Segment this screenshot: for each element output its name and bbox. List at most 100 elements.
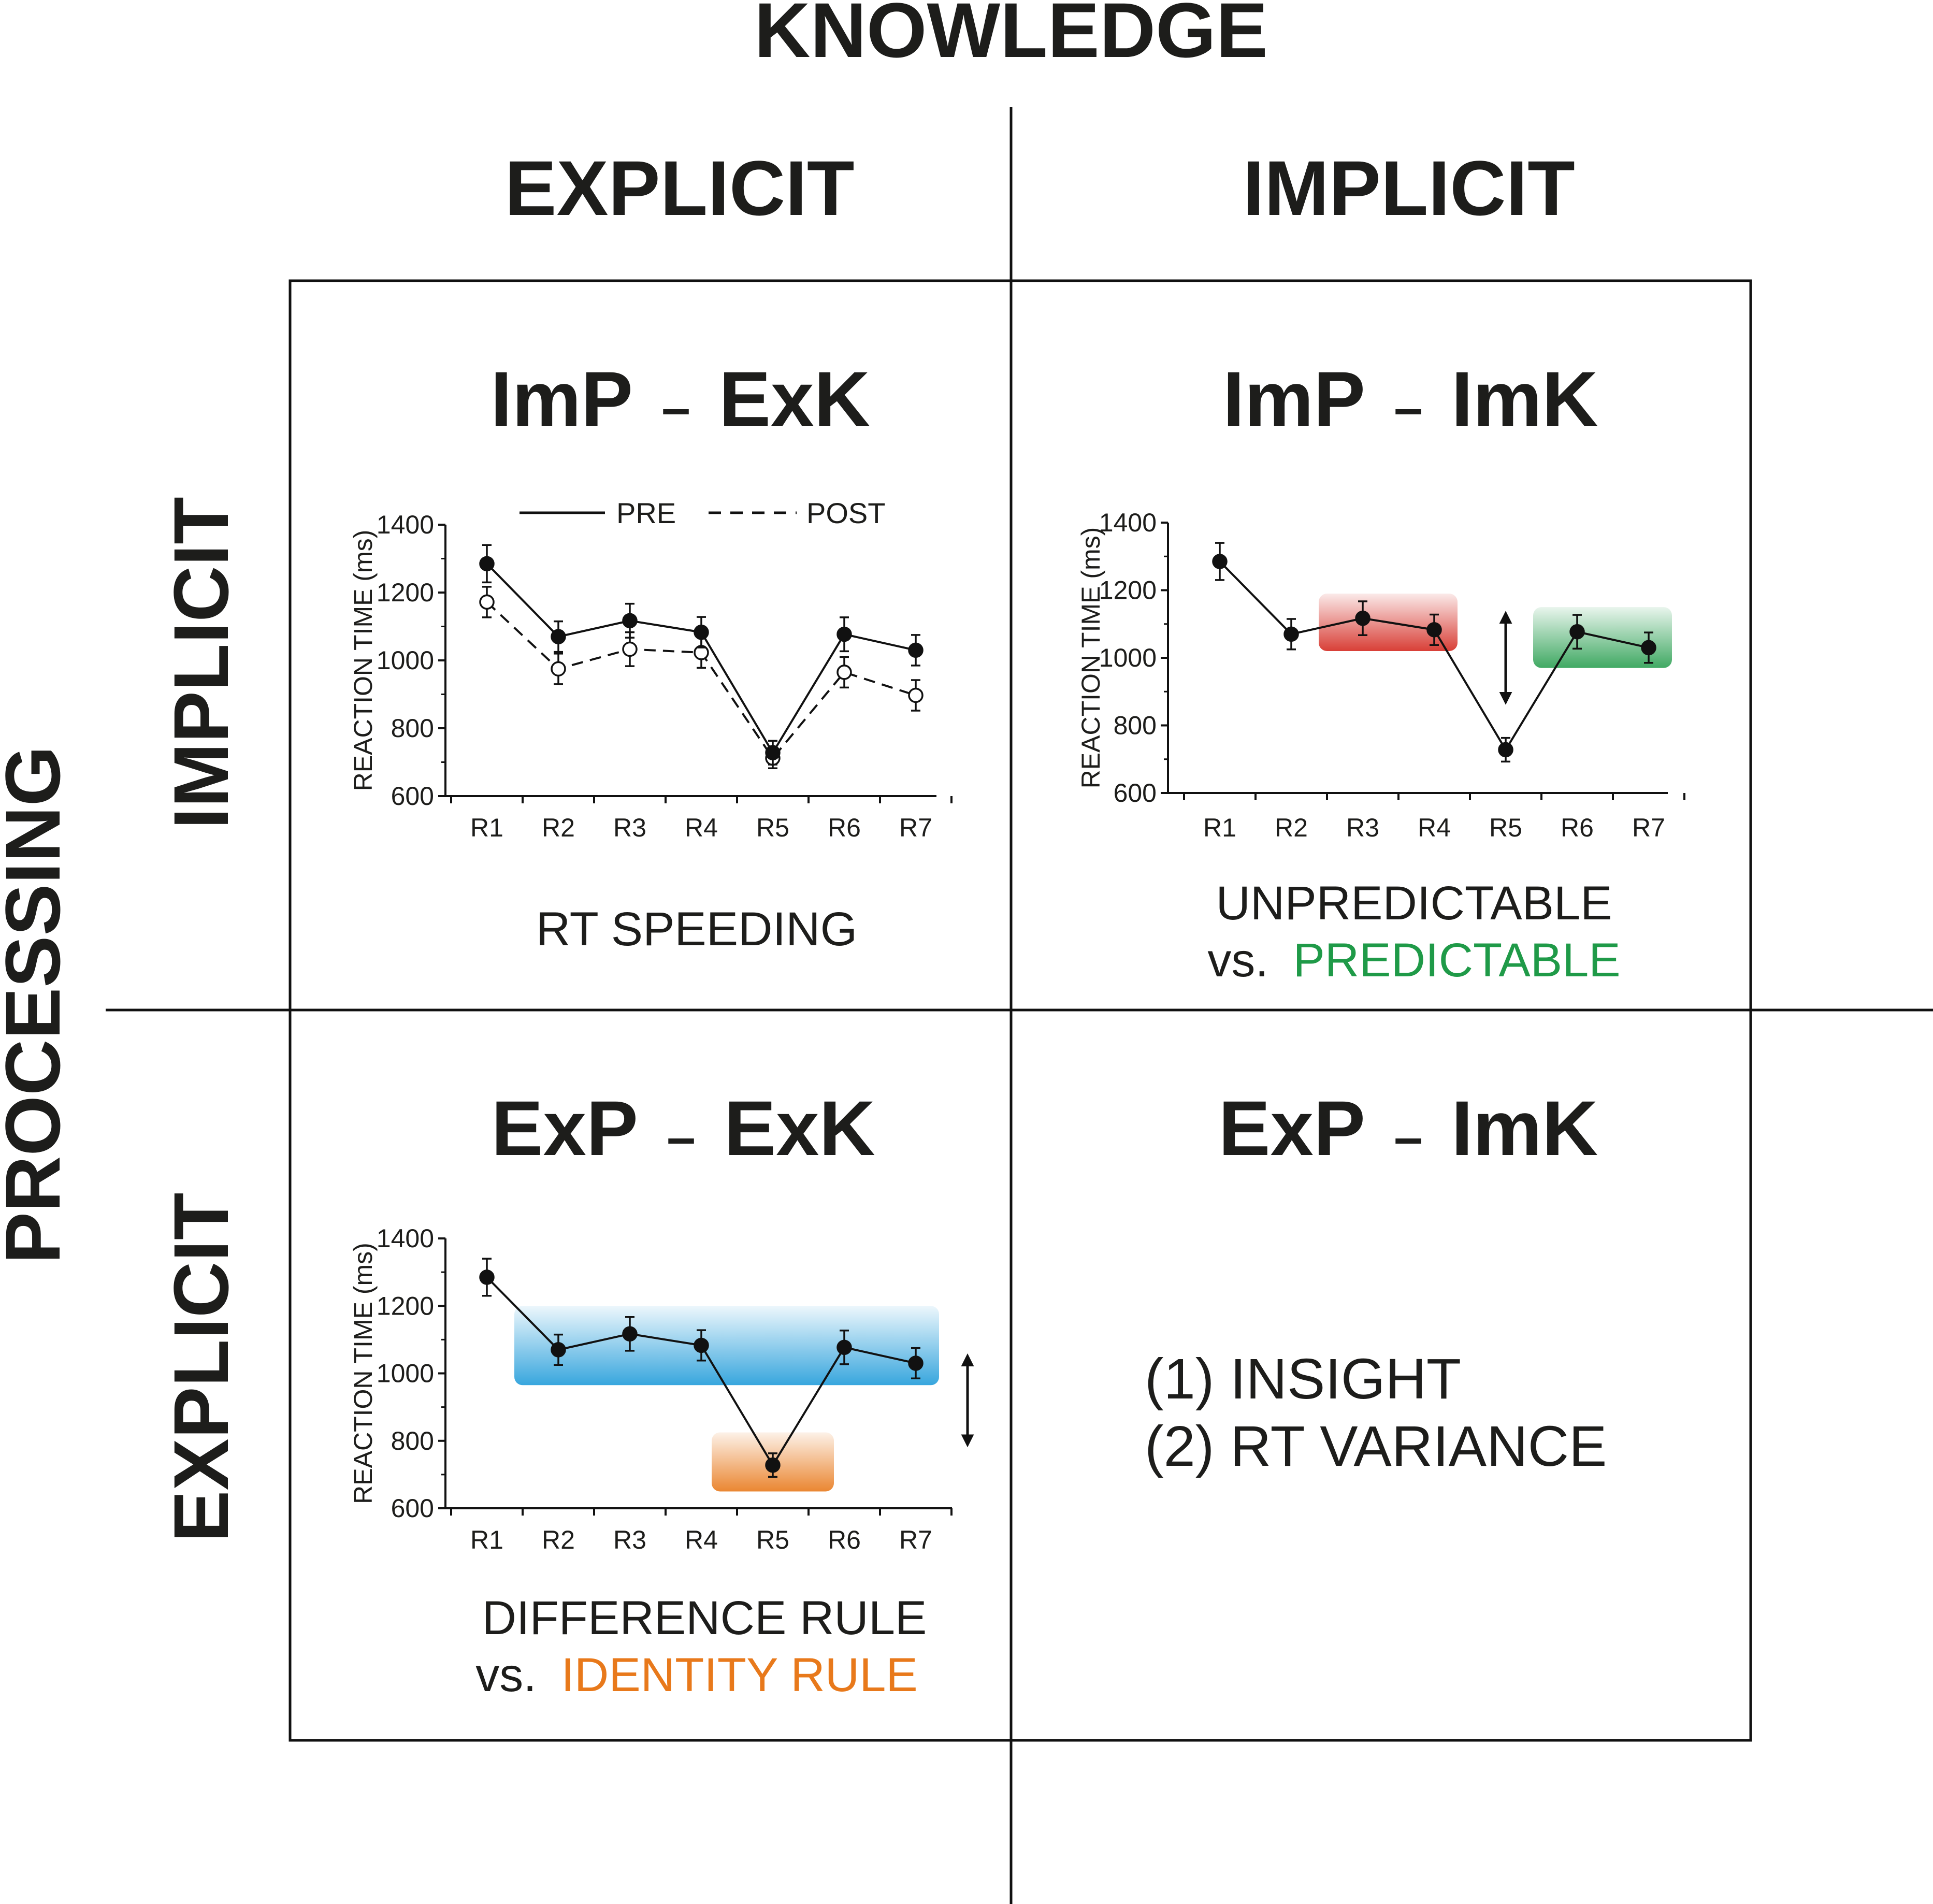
svg-text:–: – [667, 1108, 696, 1166]
data-point [479, 556, 495, 572]
x-tick-label: R7 [899, 813, 932, 842]
y-axis-title: REACTION TIME (ms) [1076, 527, 1105, 789]
data-point [765, 745, 781, 760]
svg-text:ExK: ExK [719, 355, 870, 442]
y-tick-label: 1000 [377, 1359, 434, 1388]
x-tick-label: R7 [899, 1525, 932, 1554]
y-tick-label: 600 [1114, 778, 1157, 807]
svg-text:ExK: ExK [724, 1085, 875, 1172]
caption-rt-speeding: RT SPEEDING [536, 903, 857, 956]
data-point [622, 1326, 638, 1342]
data-point [1212, 554, 1228, 569]
y-tick-label: 600 [391, 1494, 434, 1523]
x-tick-label: R1 [1203, 813, 1236, 842]
y-tick-label: 800 [391, 714, 434, 743]
x-tick-label: R3 [613, 813, 646, 842]
x-tick-label: R3 [613, 1525, 646, 1554]
x-tick-label: R4 [685, 813, 718, 842]
data-point [1426, 622, 1442, 638]
x-tick-label: R1 [470, 1525, 503, 1554]
row-header-explicit: EXPLICIT [157, 1192, 244, 1542]
caption-vs-2: vs. [475, 1649, 537, 1701]
svg-text:ImP: ImP [1223, 355, 1365, 442]
y-tick-label: 600 [391, 782, 434, 811]
svg-text:–: – [1394, 379, 1423, 437]
y-axis-title: REACTION TIME (ms) [349, 530, 378, 791]
legend-post-label: POST [806, 497, 885, 529]
legend-pre-label: PRE [616, 497, 676, 529]
data-point [1498, 742, 1513, 758]
data-point [551, 629, 566, 644]
data-point [1641, 640, 1656, 656]
caption-vs: vs. [1207, 934, 1268, 987]
column-header-explicit: EXPLICIT [504, 145, 854, 232]
svg-text:ImK: ImK [1451, 1085, 1598, 1172]
svg-text:ImK: ImK [1451, 355, 1598, 442]
x-tick-label: R2 [542, 1525, 575, 1554]
x-tick-label: R4 [1418, 813, 1451, 842]
processing-header: PROCESSING [0, 746, 76, 1264]
column-header-implicit: IMPLICIT [1243, 145, 1575, 232]
x-tick-label: R6 [828, 813, 861, 842]
data-point [551, 661, 566, 677]
knowledge-header: KNOWLEDGE [754, 0, 1268, 74]
panel-title-tr: ImP – ImK [1223, 355, 1598, 442]
rt-variance-item: (2) RT VARIANCE [1145, 1415, 1607, 1478]
y-tick-label: 1000 [1099, 643, 1157, 672]
x-tick-label: R3 [1346, 813, 1379, 842]
y-tick-label: 1400 [377, 1224, 434, 1253]
caption-difference-rule: DIFFERENCE RULE [482, 1592, 927, 1645]
caption-predictable: PREDICTABLE [1293, 934, 1620, 987]
x-tick-label: R7 [1632, 813, 1665, 842]
x-tick-label: R1 [470, 813, 503, 842]
x-tick-label: R5 [756, 1525, 789, 1554]
data-point [836, 626, 852, 642]
data-point [622, 613, 638, 629]
y-axis-title: REACTION TIME (ms) [349, 1243, 378, 1504]
y-tick-label: 1200 [377, 578, 434, 607]
data-point [1283, 626, 1299, 642]
y-tick-label: 1200 [1099, 576, 1157, 605]
x-tick-label: R5 [756, 813, 789, 842]
caption-predictable-line: vs. PREDICTABLE [1207, 934, 1620, 987]
svg-text:ExP: ExP [491, 1085, 638, 1172]
data-point [479, 1270, 495, 1285]
data-point [694, 1337, 709, 1353]
data-point [694, 624, 709, 640]
data-point [836, 1339, 852, 1355]
x-tick-label: R6 [1561, 813, 1594, 842]
data-point [479, 594, 495, 610]
svg-text:–: – [1394, 1108, 1423, 1166]
panel-title-bl: ExP – ExK [491, 1085, 875, 1172]
panel-title-br: ExP – ImK [1218, 1085, 1598, 1172]
y-tick-label: 800 [1114, 711, 1157, 740]
row-header-implicit: IMPLICIT [157, 497, 244, 829]
svg-text:ImP: ImP [491, 355, 633, 442]
x-tick-label: R4 [685, 1525, 718, 1554]
y-tick-label: 1200 [377, 1291, 434, 1320]
panel-title-tl: ImP – ExK [491, 355, 870, 442]
caption-unpredictable: UNPREDICTABLE [1216, 877, 1612, 930]
x-tick-label: R2 [1275, 813, 1308, 842]
y-tick-label: 1400 [1099, 508, 1157, 537]
data-point [765, 1457, 781, 1473]
y-tick-label: 800 [391, 1426, 434, 1455]
y-tick-label: 1000 [377, 646, 434, 675]
caption-identity-rule: IDENTITY RULE [561, 1649, 917, 1701]
data-point [1569, 624, 1585, 640]
y-tick-label: 1400 [377, 510, 434, 539]
svg-text:–: – [661, 379, 690, 437]
data-point [836, 665, 852, 680]
data-point [908, 642, 924, 658]
x-tick-label: R2 [542, 813, 575, 842]
data-point [908, 687, 924, 703]
chart-legend-tl: PRE POST [520, 497, 885, 529]
caption-identity-line: vs. IDENTITY RULE [475, 1649, 918, 1701]
x-tick-label: R5 [1489, 813, 1522, 842]
x-tick-label: R6 [828, 1525, 861, 1554]
insight-item: (1) INSIGHT [1145, 1347, 1461, 1411]
